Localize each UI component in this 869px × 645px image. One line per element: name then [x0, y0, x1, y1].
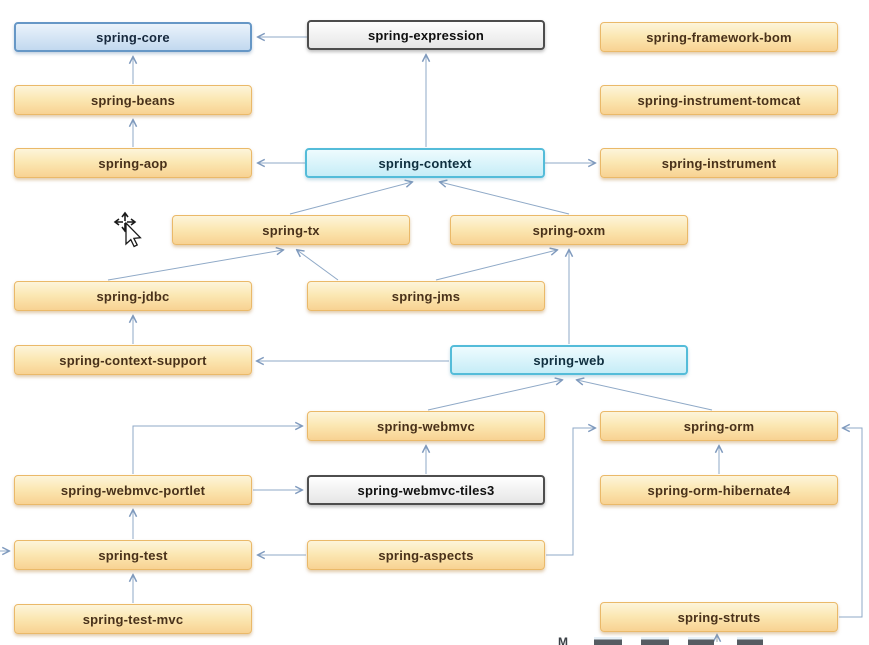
- node-spring-aop: spring-aop: [14, 148, 252, 178]
- node-spring-webmvc-tiles3: spring-webmvc-tiles3: [307, 475, 545, 505]
- taskbar-fragment[interactable]: [737, 637, 763, 645]
- node-spring-oxm: spring-oxm: [450, 215, 688, 245]
- edge-tx-context: [289, 182, 412, 215]
- node-spring-test-mvc: spring-test-mvc: [14, 604, 252, 634]
- node-spring-test: spring-test: [14, 540, 252, 570]
- node-spring-jdbc: spring-jdbc: [14, 281, 252, 311]
- node-spring-core: spring-core: [14, 22, 252, 52]
- node-spring-tx: spring-tx: [172, 215, 410, 245]
- node-spring-struts: spring-struts: [600, 602, 838, 632]
- node-spring-expression: spring-expression: [307, 20, 545, 50]
- node-spring-webmvc: spring-webmvc: [307, 411, 545, 441]
- edge-struts-orm: [839, 428, 863, 618]
- node-spring-jms: spring-jms: [307, 281, 545, 311]
- taskbar-fragment[interactable]: [688, 637, 714, 645]
- node-spring-instrument-tomcat: spring-instrument-tomcat: [600, 85, 838, 115]
- taskbar-fragment[interactable]: [641, 637, 669, 645]
- edge-jms-oxm: [435, 250, 557, 281]
- node-spring-context: spring-context: [305, 148, 545, 178]
- edge-jms-tx: [297, 250, 339, 281]
- edge-portlet-webmvc: [132, 426, 302, 474]
- edge-aspects-orm: [546, 428, 595, 556]
- edge-jdbc-tx: [107, 250, 283, 281]
- node-spring-webmvc-portlet: spring-webmvc-portlet: [14, 475, 252, 505]
- node-spring-aspects: spring-aspects: [307, 540, 545, 570]
- taskbar-fragment-text: M: [558, 636, 568, 645]
- taskbar-fragment[interactable]: [594, 637, 622, 645]
- node-spring-web: spring-web: [450, 345, 688, 375]
- move-cursor-icon: [113, 211, 142, 248]
- node-spring-instrument: spring-instrument: [600, 148, 838, 178]
- edge-oxm-context: [440, 182, 570, 215]
- edge-orm-web: [577, 380, 713, 411]
- node-spring-orm: spring-orm: [600, 411, 838, 441]
- edge-webmvc-web: [427, 380, 562, 411]
- node-spring-orm-hibernate4: spring-orm-hibernate4: [600, 475, 838, 505]
- node-spring-framework-bom: spring-framework-bom: [600, 22, 838, 52]
- node-spring-beans: spring-beans: [14, 85, 252, 115]
- node-spring-context-support: spring-context-support: [14, 345, 252, 375]
